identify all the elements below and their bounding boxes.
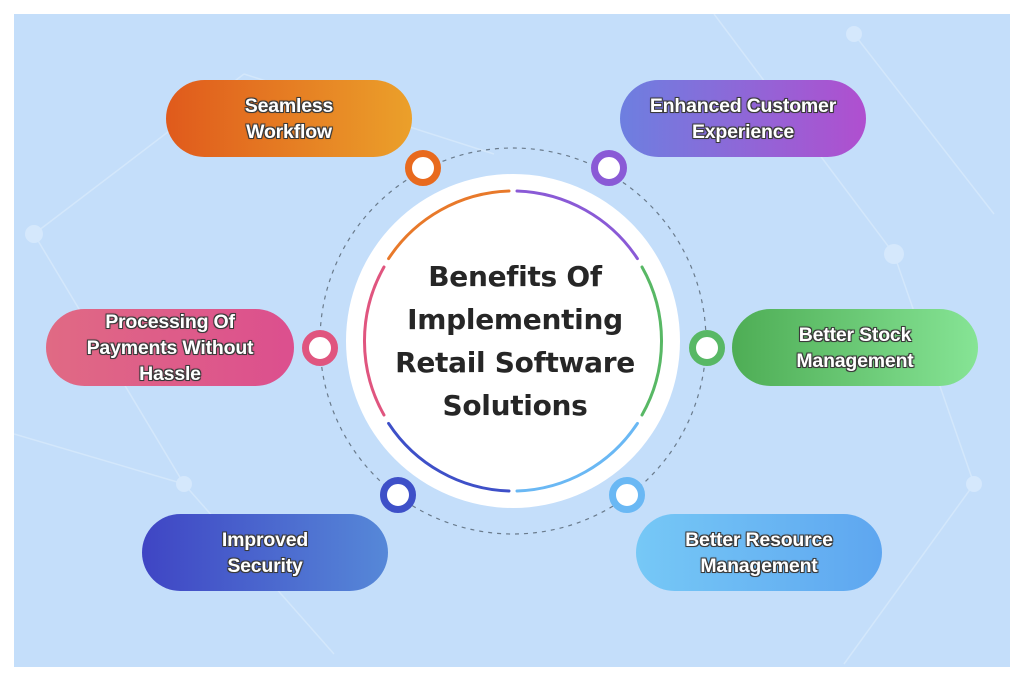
node-ring-icon-lightblue <box>609 477 645 513</box>
node-ring-icon-orange <box>405 150 441 186</box>
benefit-label: Better Resource Management <box>685 528 833 577</box>
benefit-processing-of-payments: Processing Of Payments Without Hassle <box>46 309 294 386</box>
benefit-better-stock-management: Better Stock Management <box>732 309 978 386</box>
benefit-improved-security: Improved Security <box>142 514 388 591</box>
benefit-label: Seamless Workflow <box>244 94 334 143</box>
benefit-label: Processing Of Payments Without Hassle <box>86 310 254 385</box>
benefit-label: Enhanced Customer Experience <box>649 94 837 143</box>
node-ring-icon-purple <box>591 150 627 186</box>
background-network-lines <box>14 14 995 665</box>
benefit-enhanced-customer-experience: Enhanced Customer Experience <box>620 80 866 157</box>
benefit-label: Better Stock Management <box>796 323 914 372</box>
node-ring-icon-pink <box>302 330 338 366</box>
node-ring-icon-blue <box>380 477 416 513</box>
center-title: Benefits Of Implementing Retail Software… <box>395 260 635 422</box>
benefit-better-resource-management: Better Resource Management <box>636 514 882 591</box>
benefit-label: Improved Security <box>221 528 309 577</box>
benefit-seamless-workflow: Seamless Workflow <box>166 80 412 157</box>
node-ring-icon-green <box>689 330 725 366</box>
